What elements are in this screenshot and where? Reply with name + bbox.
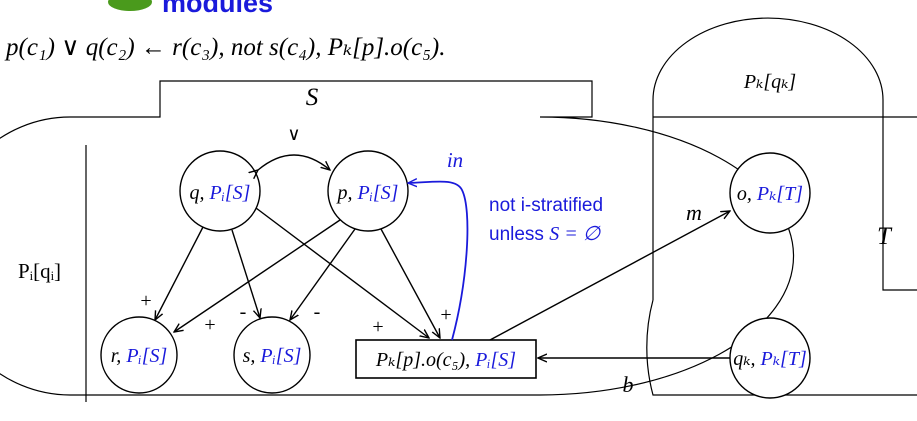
edge-b-label: b (623, 372, 634, 397)
node-s-pred: s, (243, 345, 261, 367)
node-r-ctx: Pᵢ[S] (125, 345, 167, 367)
node-ext-pred: Pₖ[p].o(c₅), (375, 349, 475, 371)
svg-text:qₖ, Pₖ[T]: qₖ, Pₖ[T] (733, 348, 807, 370)
module-k-shape (646, 116, 917, 396)
node-r: r, Pᵢ[S] (100, 316, 178, 394)
svg-text:p, Pᵢ[S]: p, Pᵢ[S] (336, 182, 399, 204)
node-qk-pred: qₖ, (733, 348, 760, 370)
module-k: Pₖ[qₖ] T o, Pₖ[T] qₖ, Pₖ[T] (646, 17, 917, 399)
node-qk: qₖ, Pₖ[T] (729, 317, 811, 399)
node-p-pred: p, (336, 182, 358, 204)
svg-text:s, Pᵢ[S]: s, Pᵢ[S] (243, 345, 302, 367)
logo-icon (108, 0, 152, 11)
node-qk-ctx: Pₖ[T] (760, 348, 807, 370)
edge-p-ext (380, 228, 440, 338)
module-k-right-edge (882, 117, 917, 291)
edge-m-label: m (686, 200, 702, 225)
header: modules p(c₁) ∨ q(c₂) ← r(c₃), not s(c₄)… (4, 0, 446, 61)
edge-p-r (174, 219, 341, 332)
edge-q-s (231, 229, 260, 318)
sign-p-ext: + (440, 304, 451, 326)
svg-text:Pₖ[p].o(c₅), Pᵢ[S]: Pₖ[p].o(c₅), Pᵢ[S] (375, 349, 516, 371)
node-p: p, Pᵢ[S] (327, 150, 409, 232)
node-ext-ctx: Pᵢ[S] (474, 349, 516, 371)
sign-q-r: + (140, 290, 151, 312)
node-o: o, Pₖ[T] (729, 152, 811, 234)
svg-text:unless S = ∅: unless S = ∅ (489, 223, 602, 245)
in-label: in (447, 148, 463, 172)
rule-formula: p(c₁) ∨ q(c₂) ← r(c₃), not s(c₄), Pₖ[p].… (4, 34, 446, 61)
note-line1: not i-stratified (489, 195, 603, 216)
node-p-ctx: Pᵢ[S] (357, 182, 399, 204)
svg-text:q, Pᵢ[S]: q, Pᵢ[S] (190, 182, 251, 204)
stratification-note: not i-stratified unless S = ∅ (489, 195, 603, 245)
node-s-ctx: Pᵢ[S] (259, 345, 301, 367)
node-s: s, Pᵢ[S] (233, 316, 311, 394)
edge-or-qp (258, 154, 330, 170)
or-symbol: ∨ (287, 124, 300, 144)
module-i-shape (0, 80, 795, 396)
sign-q-s: - (240, 301, 247, 323)
node-r-pred: r, (111, 345, 127, 367)
edge-q-ext (255, 207, 429, 338)
sign-p-r: + (204, 314, 215, 336)
svg-text:o, Pₖ[T]: o, Pₖ[T] (737, 183, 803, 205)
module-i-side-label: Pᵢ[qᵢ] (18, 259, 61, 283)
node-o-ctx: Pₖ[T] (756, 183, 803, 205)
node-q: q, Pᵢ[S] (179, 150, 261, 232)
module-i-context-label: S (306, 84, 319, 111)
module-k-context-label: T (877, 223, 893, 250)
module-i: S Pᵢ[qᵢ] ∨ q, Pᵢ[S] p, Pᵢ[S] r, Pᵢ[S] s,… (0, 80, 795, 402)
module-k-top-shape (652, 17, 884, 117)
node-external-ref: Pₖ[p].o(c₅), Pᵢ[S] (355, 339, 537, 379)
edge-in (408, 182, 469, 341)
module-k-top-label: Pₖ[qₖ] (743, 71, 796, 93)
note-line2-math: S = ∅ (549, 223, 601, 245)
svg-text:r, Pᵢ[S]: r, Pᵢ[S] (111, 345, 168, 367)
sign-p-s: - (314, 301, 321, 323)
note-line2-prefix: unless (489, 224, 549, 245)
edge-q-r (155, 226, 204, 320)
node-q-ctx: Pᵢ[S] (209, 182, 251, 204)
edge-p-s (290, 228, 356, 320)
edge-m (489, 211, 730, 341)
node-q-pred: q, (190, 182, 210, 204)
node-o-pred: o, (737, 183, 757, 205)
slide-title: modules (162, 0, 273, 18)
sign-q-ext: + (372, 316, 383, 338)
